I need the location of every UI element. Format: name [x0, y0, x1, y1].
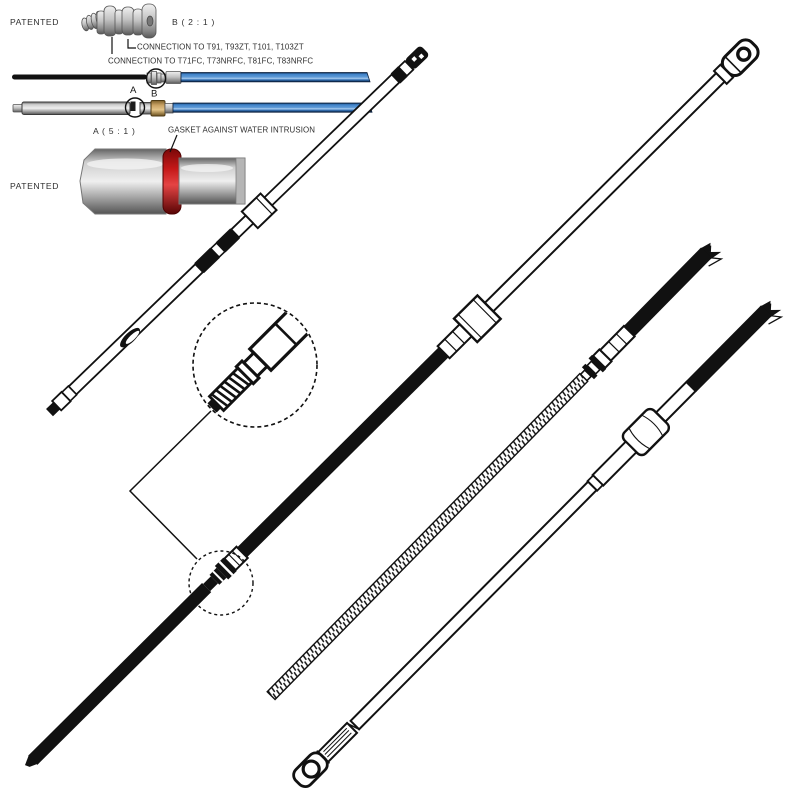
detail-b-scale-label: B ( 2 : 1 ) — [172, 17, 215, 27]
nut-face-curves — [628, 414, 664, 450]
magnified-threaded-stud — [207, 304, 316, 413]
fitting-flange — [581, 363, 598, 380]
diagonal-cable-4-clevis — [292, 300, 784, 789]
torn-end — [759, 300, 782, 318]
connector-bit — [156, 72, 162, 84]
gray-outer-casing — [21, 101, 131, 115]
detail-a-gasket-3d-drawing — [79, 134, 246, 215]
horizontal-cable-row-1 — [12, 68, 371, 89]
leader-line-detail — [128, 410, 212, 560]
casing-segment — [139, 102, 152, 115]
pointed-tip — [24, 754, 39, 767]
conduit-shaft — [349, 480, 598, 731]
end-cap — [46, 402, 61, 417]
cylinder-highlight — [181, 164, 233, 172]
blue-outer-jacket — [172, 102, 373, 113]
leader-line-connection-1 — [127, 39, 136, 49]
spring-rod-outline — [266, 372, 589, 701]
nut-face-line — [255, 197, 273, 215]
oval-mark-inner — [125, 330, 140, 344]
black-band — [215, 228, 240, 253]
tip-black-band — [390, 66, 408, 84]
core-tip — [12, 104, 23, 113]
connector-bit — [151, 71, 157, 85]
diagonal-cable-2-long — [24, 38, 760, 767]
detail-circle-small — [188, 550, 254, 616]
leader-line-gasket — [169, 134, 178, 153]
connector-flange — [103, 5, 117, 37]
cylinder-end-band — [235, 157, 246, 205]
conduit-shaft — [263, 73, 401, 207]
tip-highlight — [411, 56, 418, 62]
black-outer-jacket — [237, 347, 449, 558]
black-outer-jacket — [28, 582, 212, 765]
break-symbol — [768, 303, 784, 325]
detail-b-connector-3d-drawing — [81, 3, 157, 54]
magnified-body-line — [274, 322, 298, 346]
patented-label-bottom: PATENTED — [10, 181, 59, 191]
black-outer-jacket — [623, 247, 712, 337]
conduit-shaft-wide — [591, 440, 638, 487]
horizontal-cable-row-2 — [12, 97, 373, 118]
patented-label-top: PATENTED — [10, 17, 59, 27]
diagonal-cable-1 — [46, 46, 429, 417]
gasket-position-mark — [130, 101, 136, 111]
connection-note-line-1: CONNECTION TO T91, T93ZT, T101, T103ZT — [137, 43, 304, 52]
tip-highlight — [418, 53, 425, 60]
thread-ridges — [210, 371, 250, 408]
ferrule-lines — [444, 330, 465, 352]
connector-flange — [121, 6, 135, 36]
black-band — [194, 247, 220, 274]
fitting-collar — [591, 348, 613, 370]
tip-cap — [405, 46, 429, 69]
break-symbol — [708, 245, 724, 267]
connector-bore — [146, 15, 154, 27]
detail-a-scale-label: A ( 5 : 1 ) — [93, 126, 136, 136]
threaded-terminal-stud — [203, 576, 218, 592]
connector-body — [132, 8, 144, 36]
terminal-slit — [212, 570, 224, 582]
eye-hole — [736, 46, 752, 62]
clevis-edge — [316, 750, 331, 764]
groove-lines — [323, 727, 352, 758]
callout-a-letter: A — [130, 85, 137, 96]
ferrule-lines — [608, 333, 628, 353]
threaded-spring-rod — [267, 373, 588, 700]
black-outer-jacket — [685, 305, 772, 392]
clevis-eye-hole — [301, 759, 321, 779]
eye-terminal-edge — [724, 56, 742, 74]
blue-outer-jacket — [180, 72, 371, 83]
terminal-slit — [218, 560, 234, 576]
callout-circle-a — [124, 97, 146, 118]
magnified-thread-tip — [207, 398, 222, 413]
torn-end — [699, 242, 722, 260]
callout-circle-b — [145, 68, 167, 89]
gasket-red-ring — [162, 148, 182, 215]
tip-band — [397, 59, 415, 78]
callout-b-letter: B — [151, 89, 157, 100]
brass-nut — [150, 100, 166, 117]
cylinder-highlight — [87, 158, 163, 170]
diagonal-cable-3-spring — [266, 242, 724, 701]
fitting-flange — [588, 354, 607, 373]
nut-face-lines — [457, 299, 497, 339]
connection-note-line-2: CONNECTION TO T71FC, T73NRFC, T81FC, T83… — [108, 57, 313, 66]
collar — [164, 103, 174, 114]
gasket-note-label: GASKET AGAINST WATER INTRUSION — [168, 126, 315, 135]
inner-core-rod — [12, 74, 147, 80]
conduit-shaft — [654, 380, 697, 424]
detail-circle-large — [128, 302, 318, 560]
end-fitting — [165, 71, 182, 84]
